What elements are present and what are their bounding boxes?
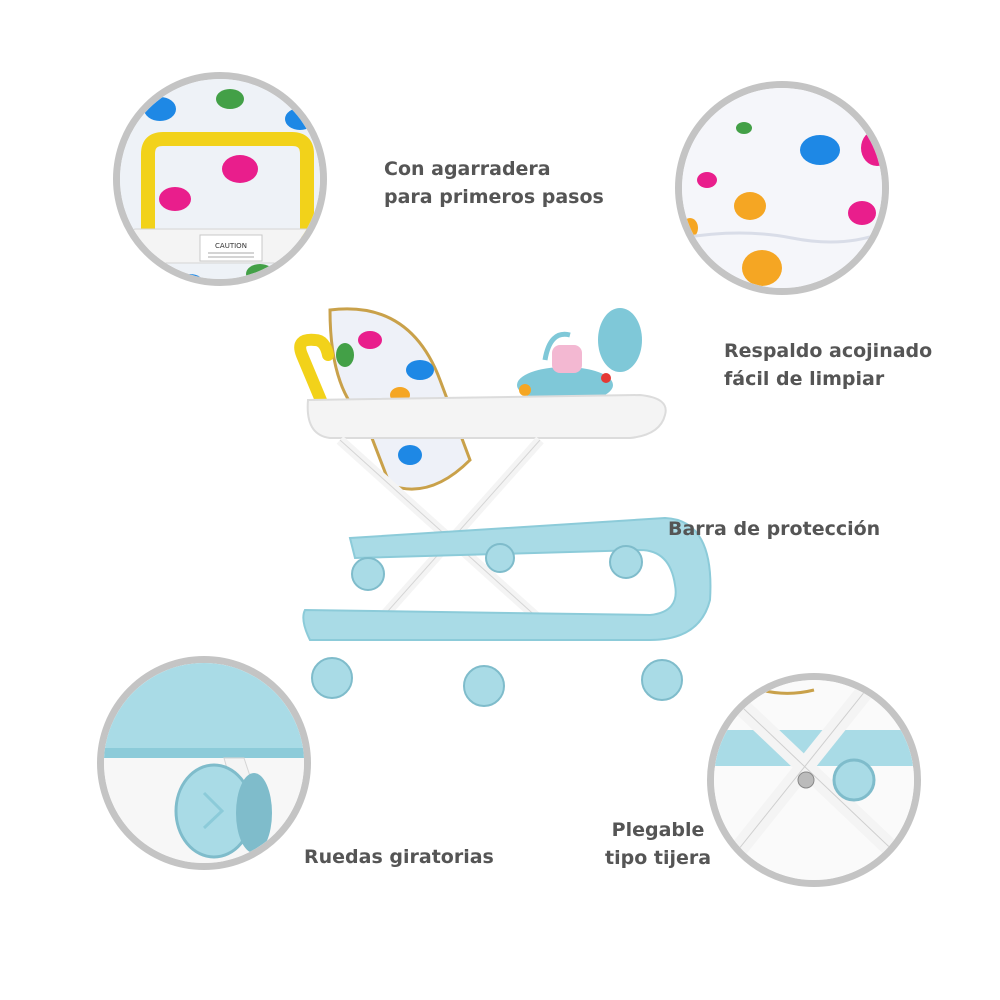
callout-bar: Barra de protección	[668, 515, 880, 543]
callout-backrest: Respaldo acojinado fácil de limpiar	[724, 337, 932, 393]
callout-backrest-line2: fácil de limpiar	[724, 368, 885, 390]
callout-wheels: Ruedas giratorias	[304, 843, 494, 871]
detail-circle-backrest	[675, 81, 889, 295]
callout-folding: Plegable tipo tijera	[605, 816, 711, 872]
wheels-detail-image	[104, 663, 304, 863]
callout-handle: Con agarradera para primeros pasos	[384, 155, 604, 211]
backrest-detail-image	[682, 88, 882, 288]
detail-circle-wheels	[97, 656, 311, 870]
callout-backrest-line1: Respaldo acojinado	[724, 340, 933, 362]
folding-detail-image	[714, 680, 914, 880]
baby-walker-image	[270, 300, 730, 720]
callout-wheels-line1: Ruedas giratorias	[304, 846, 494, 868]
callout-handle-line2: para primeros pasos	[384, 186, 604, 208]
callout-handle-line1: Con agarradera	[384, 158, 551, 180]
caution-label: CAUTION	[215, 242, 247, 250]
handle-detail-image: CAUTION	[120, 79, 320, 279]
callout-bar-line1: Barra de protección	[668, 518, 881, 540]
callout-folding-line2: tipo tijera	[605, 847, 712, 869]
callout-folding-line1: Plegable	[611, 819, 705, 841]
detail-circle-folding	[707, 673, 921, 887]
detail-circle-handle: CAUTION	[113, 72, 327, 286]
